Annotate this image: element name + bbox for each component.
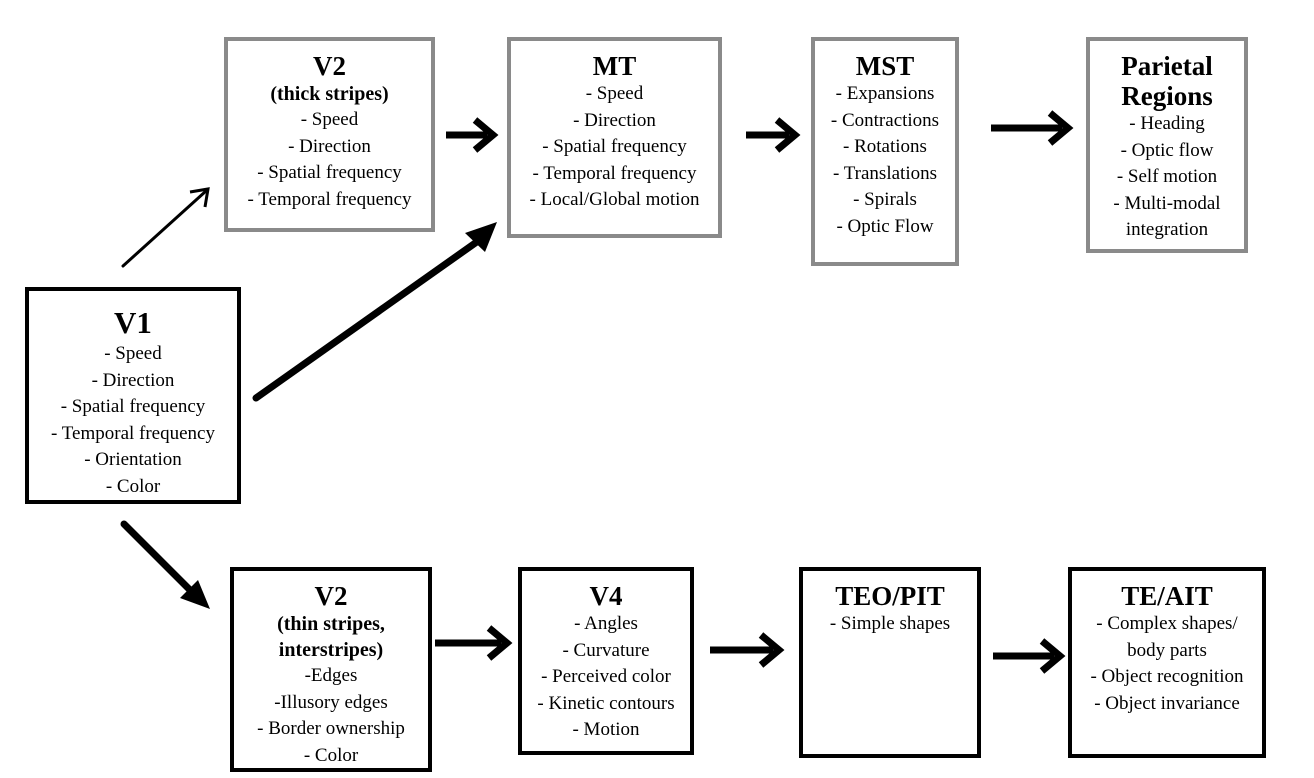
box-item: - Speed [104, 343, 162, 364]
box-item: - Spatial frequency [257, 162, 402, 183]
box-item: - Temporal frequency [51, 422, 215, 444]
box-item: - Speed [585, 83, 644, 104]
box-item: - Multi-modal [1113, 192, 1221, 214]
arrow-v1-to-v2-thin [120, 520, 210, 609]
arrow-teo-to-te [993, 638, 1066, 674]
box-item: - Color [303, 744, 359, 766]
arrow-v1-to-mt [252, 222, 497, 402]
mt-box: MT - Speed - Direction - Spatial frequen… [507, 37, 722, 238]
box-item: - Kinetic contours [537, 692, 675, 714]
box-item: - Optic flow [1120, 139, 1214, 161]
box-item: - Temporal frequency [532, 162, 697, 184]
arrow-v4-to-teo [710, 632, 785, 668]
box-item: - Simple shapes [829, 613, 951, 634]
box-title: TE/AIT [1121, 581, 1213, 611]
v4-box: V4 - Angles - Curvature - Perceived colo… [518, 567, 694, 755]
box-item: - Complex shapes/ [1096, 613, 1238, 634]
box-item: - Temporal frequency [247, 188, 412, 210]
arrow-v2-thick-to-mt [446, 117, 499, 153]
arrow-v1-to-v2-thick [121, 187, 210, 268]
box-subtitle: (thin stripes, [277, 613, 385, 635]
box-item: - Expansions [835, 83, 935, 104]
te-ait-box: TE/AIT - Complex shapes/ body parts - Ob… [1068, 567, 1266, 758]
box-subtitle: (thick stripes) [270, 83, 389, 105]
box-subtitle: interstripes) [278, 639, 384, 661]
box-title: V4 [589, 581, 623, 611]
box-item: - Angles [574, 613, 638, 634]
box-item: integration [1125, 219, 1209, 240]
box-item: - Curvature [562, 639, 650, 661]
box-item: - Self motion [1116, 166, 1218, 187]
box-title: TEO/PIT [835, 581, 945, 611]
box-item: - Color [105, 475, 161, 497]
box-item: - Orientation [84, 449, 182, 470]
box-title: V2 [313, 51, 346, 81]
box-item: - Spirals [853, 189, 917, 210]
box-item: - Spatial frequency [542, 136, 687, 157]
arrow-v2-thin-to-v4 [435, 625, 513, 661]
box-item: - Motion [572, 719, 640, 740]
box-item: - Optic Flow [836, 215, 934, 237]
box-title: Parietal [1121, 51, 1213, 81]
box-title: MT [592, 51, 637, 81]
arrow-mst-to-parietal [991, 110, 1074, 146]
box-item: -Illusory edges [274, 691, 388, 713]
box-item: - Direction [91, 369, 175, 391]
box-item: body parts [1127, 639, 1207, 661]
box-title: Regions [1121, 81, 1213, 111]
v1-box: V1 - Speed - Direction - Spatial frequen… [25, 287, 241, 504]
parietal-regions-box: Parietal Regions - Heading - Optic flow … [1086, 37, 1248, 253]
box-item: - Local/Global motion [529, 189, 700, 210]
box-item: - Translations [833, 162, 937, 184]
box-item: -Edges [304, 665, 358, 686]
teo-pit-box: TEO/PIT - Simple shapes [799, 567, 981, 758]
arrow-mt-to-mst [746, 117, 801, 153]
box-item: - Speed [300, 109, 359, 130]
box-item: - Direction [288, 135, 371, 157]
box-item: - Direction [573, 109, 656, 131]
box-item: - Perceived color [541, 666, 671, 687]
mst-box: MST - Expansions - Contractions - Rotati… [811, 37, 959, 266]
box-item: - Object recognition [1090, 666, 1244, 687]
box-item: - Spatial frequency [60, 396, 206, 417]
box-item: - Border ownership [257, 718, 405, 739]
box-title: V2 [314, 581, 348, 611]
box-item: - Object invariance [1094, 692, 1240, 714]
box-title: V1 [114, 305, 152, 340]
v2-thick-stripes-box: V2 (thick stripes) - Speed - Direction -… [224, 37, 435, 232]
box-title: MST [855, 51, 915, 81]
box-item: - Rotations [843, 136, 927, 157]
box-item: - Contractions [830, 109, 940, 131]
v2-thin-stripes-box: V2 (thin stripes, interstripes) -Edges -… [230, 567, 432, 772]
box-item: - Heading [1129, 113, 1205, 134]
